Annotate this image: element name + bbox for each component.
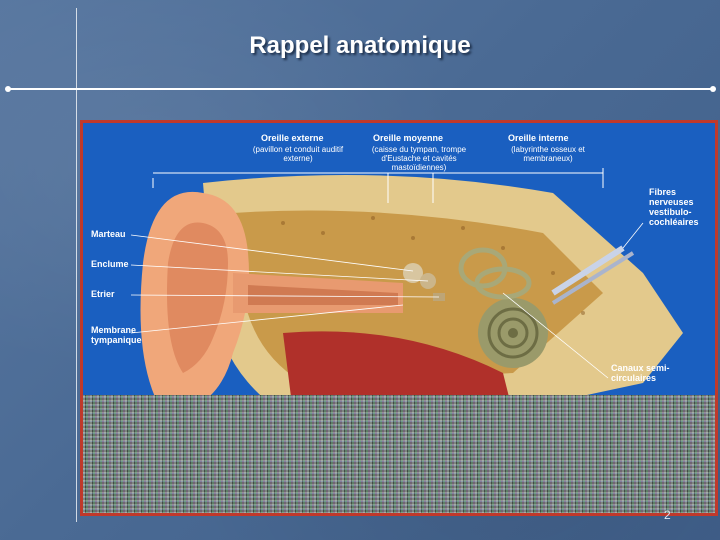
rule-start-dot xyxy=(5,86,11,92)
section-external-title: Oreille externe xyxy=(261,133,324,143)
section-middle-detail: (caisse du tympan, trompe d'Eustache et … xyxy=(371,145,467,172)
label-canaux: Canaux semi-circulaires xyxy=(611,363,670,383)
image-corruption-noise xyxy=(83,395,715,513)
section-middle-title: Oreille moyenne xyxy=(373,133,444,143)
horizontal-rule xyxy=(8,88,714,90)
ear-anatomy-figure: Oreille externe (pavillon et conduit aud… xyxy=(80,120,718,516)
label-fibres-nerveuses: Fibres nerveuses vestibulo-cochléaires xyxy=(649,187,699,227)
section-inner-detail: (labyrinthe osseux et membraneux) xyxy=(511,145,585,163)
label-enclume: Enclume xyxy=(91,259,129,269)
label-membrane-tympanique: Membrane tympanique xyxy=(91,325,142,345)
section-external-detail: (pavillon et conduit auditif externe) xyxy=(252,145,344,163)
label-etrier: Etrier xyxy=(91,289,115,299)
page-number: 2 xyxy=(664,508,671,522)
slide-title: Rappel anatomique xyxy=(249,32,471,59)
rule-end-dot xyxy=(710,86,716,92)
section-inner-title: Oreille interne xyxy=(508,133,569,143)
vertical-guide-line xyxy=(76,8,77,522)
ear-illustration xyxy=(130,168,683,413)
label-marteau: Marteau xyxy=(91,229,126,239)
